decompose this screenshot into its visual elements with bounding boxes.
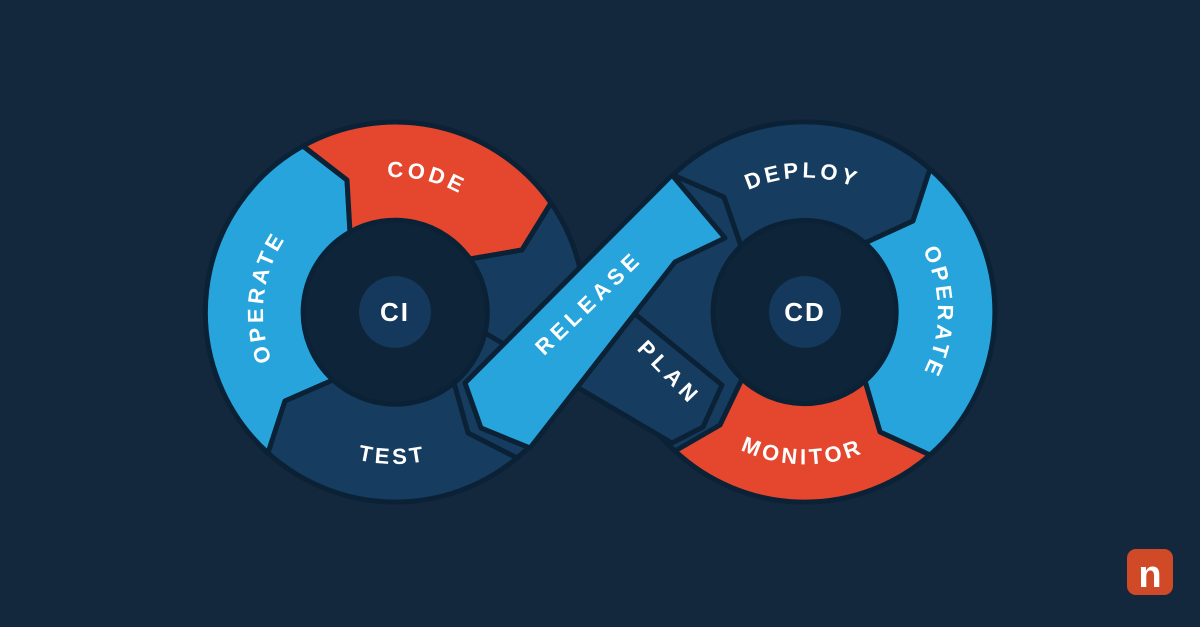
- sector-deploy: [670, 119, 933, 249]
- brand-logo: n: [1127, 549, 1173, 596]
- sector-code: [300, 119, 554, 262]
- sector-monitor: [672, 376, 933, 505]
- sector-test: [265, 377, 520, 505]
- label-cd: CD: [784, 297, 826, 327]
- brand-logo-letter: n: [1138, 554, 1161, 596]
- release-ribbon: [462, 172, 728, 451]
- sector-operate-right: [862, 166, 998, 458]
- ci-hub-circle: [359, 276, 431, 348]
- brand-logo-square: [1127, 549, 1173, 595]
- label-test: TEST: [357, 440, 429, 469]
- sector-operate-left: [202, 143, 353, 456]
- cd-hub-circle: [769, 276, 841, 348]
- label-ci: CI: [380, 297, 410, 327]
